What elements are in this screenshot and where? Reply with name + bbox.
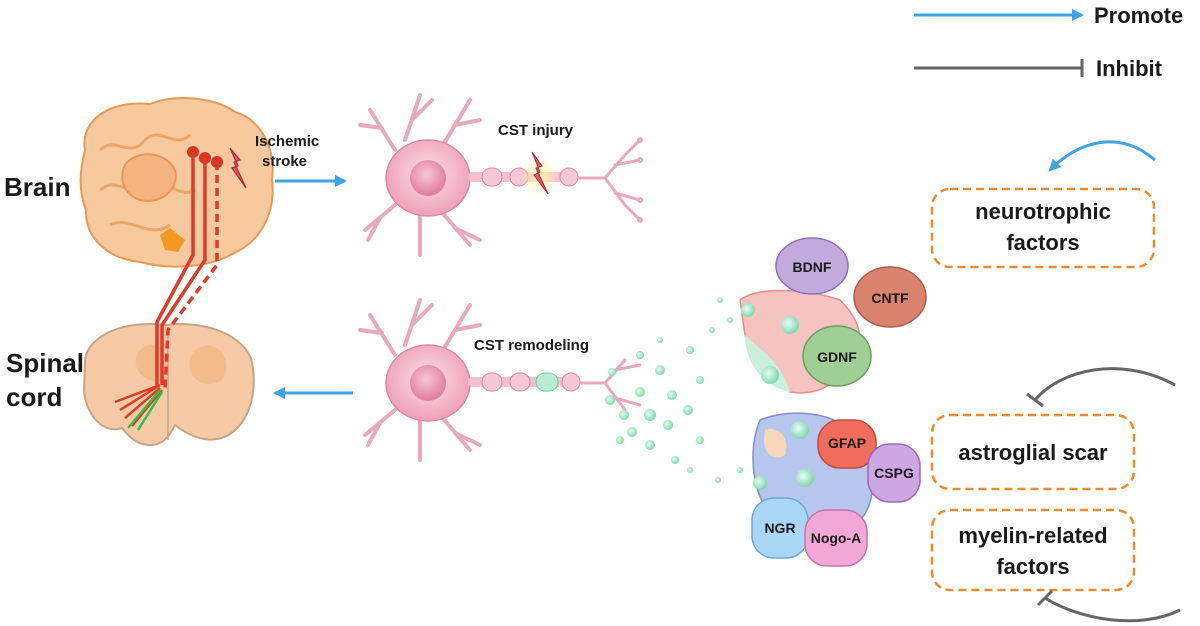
myelin-related-factors-box: myelin-related factors [930,508,1136,592]
cst-remodeling-label: CST remodeling [474,337,589,354]
inhibit-curved-line-bottom [1044,596,1181,623]
cst-injury-label: CST injury [498,122,574,139]
gfap-label: GFAP [828,435,866,451]
gdnf-label: GDNF [817,349,857,365]
spinal-cord-label-line2: cord [6,382,62,412]
inhibit-bar-bottom-icon [1036,589,1054,607]
brain-label: Brain [4,172,70,202]
myelin-label-line2: factors [996,554,1069,579]
ngr-molecule: NGR [751,497,809,559]
spinal-cord-label-line1: Spinal [6,348,84,378]
inhibit-curved-line-top [1033,367,1176,401]
bdnf-label: BDNF [793,259,832,275]
gfap-molecule: GFAP [817,419,877,469]
legend: Promote Inhibit [914,3,1183,81]
myelin-label-line1: myelin-related [958,523,1107,548]
neurotrophic-label-line1: neurotrophic [975,199,1111,224]
nogo-a-molecule: Nogo-A [804,509,868,567]
brain-illustration [79,97,274,268]
inhibit-bar-top-icon [1026,392,1044,408]
secreted-vesicles [605,297,743,483]
injured-neuron-illustration [358,93,643,257]
ngr-label: NGR [764,520,795,536]
ischemic-stroke-label-line2: stroke [262,153,307,170]
gdnf-molecule: GDNF [802,325,872,387]
remodeling-neuron-illustration [358,298,642,462]
spinal-cord-illustration [82,323,255,447]
nogo-a-label: Nogo-A [811,530,862,546]
astroglial-scar-label: astroglial scar [958,440,1108,465]
promote-curved-arrow [1048,140,1156,172]
legend-promote-label: Promote [1094,3,1183,28]
neurotrophic-label-line2: factors [1006,230,1079,255]
legend-inhibit-label: Inhibit [1096,56,1163,81]
cspg-label: CSPG [874,465,914,481]
cntf-molecule: CNTF [853,266,927,328]
cntf-label: CNTF [871,290,909,306]
cspg-molecule: CSPG [867,443,921,503]
astroglial-scar-box: astroglial scar [930,413,1136,491]
ischemic-stroke-label-line1: Ischemic [255,133,319,150]
neurotrophic-factors-box: neurotrophic factors [930,187,1156,269]
cst-axon-tracts [114,146,247,431]
bdnf-molecule: BDNF [775,237,849,295]
